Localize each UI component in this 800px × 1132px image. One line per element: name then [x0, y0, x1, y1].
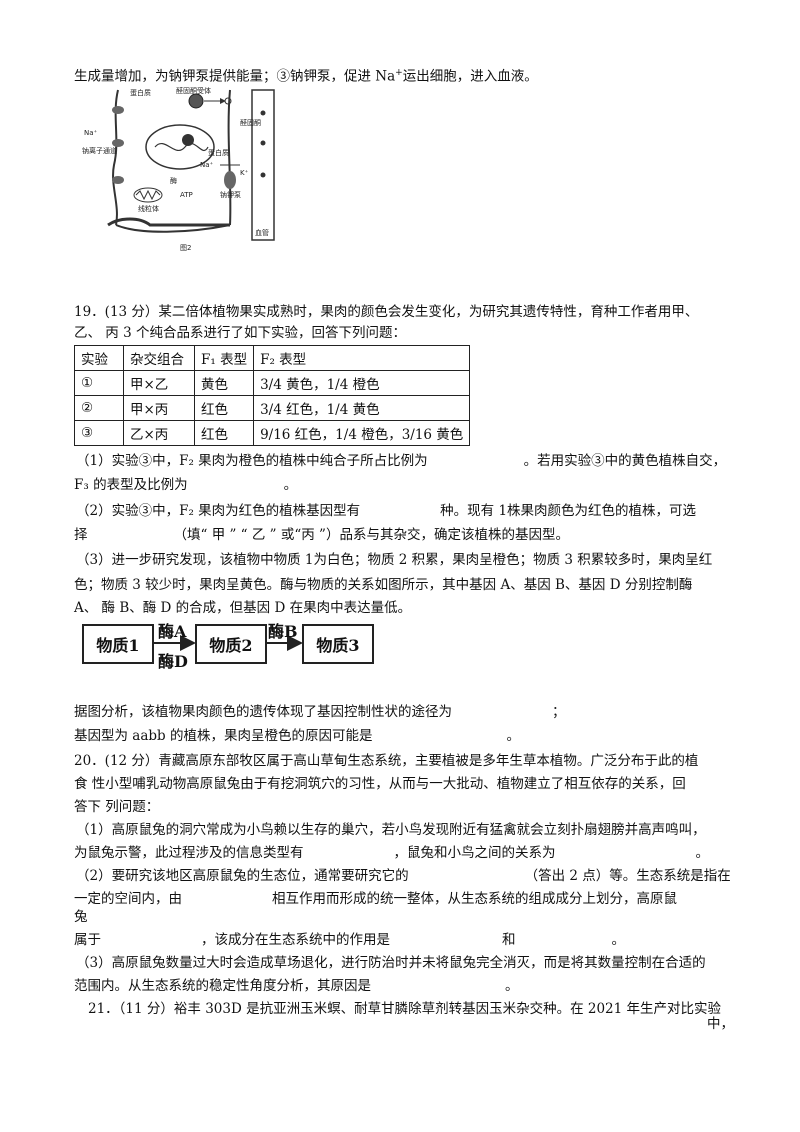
q19-part3-line3: A、 酶 B、酶 D 的合成，但基因 D 在果肉中表达量低。	[74, 600, 412, 616]
fig-label-mito: 线粒体	[138, 204, 159, 213]
table-cell: 红色	[193, 395, 255, 421]
table-cell: 3/4 黄色，1/4 橙色	[253, 370, 471, 396]
q19-stem-line1: 19．(13 分）某二倍体植物果实成熟时，果肉的颜色会发生变化，为研究其遗传特性…	[74, 304, 699, 320]
table-cell: ②	[74, 395, 124, 421]
q19-part3-aabb: 基因型为 aabb 的植株，果肉呈橙色的原因可能是。	[74, 728, 520, 744]
table-row: ① 甲×乙 黄色 3/4 黄色，1/4 橙色	[74, 370, 471, 396]
table-cell: 甲×丙	[123, 395, 195, 421]
table-header: 杂交组合	[123, 345, 195, 371]
table-header: 实验	[74, 345, 124, 371]
q19-cross-table: 实验 杂交组合 F₁ 表型 F₂ 表型 ① 甲×乙 黄色 3/4 黄色，1/4 …	[74, 345, 471, 446]
enzyme-a-label: 酶A	[158, 622, 187, 641]
fig-label-na: Na⁺	[84, 129, 98, 137]
q19-stem-line2: 乙、 丙 3 个纯合品系进行了如下实验，回答下列问题：	[74, 325, 406, 341]
substance-2-box: 物质2	[195, 624, 267, 664]
fig-label-atp: ATP	[180, 191, 193, 199]
q20-stem-line1: 20．(12 分）青藏高原东部牧区属于高山草甸生态系统，主要植被是多年生草本植物…	[74, 753, 699, 769]
table-cell: 甲×乙	[123, 370, 195, 396]
table-cell: 黄色	[193, 370, 255, 396]
fig-label-protein2: 蛋白质	[208, 148, 229, 157]
fig-label-aldosterone: 醛固酮	[240, 118, 261, 127]
q19-part1-cont: F₃ 的表型及比例为。	[74, 477, 298, 493]
table-cell: 红色	[193, 420, 255, 446]
fig-label-receptor: 醛固酮受体	[176, 86, 211, 95]
q19-part3-line1: （3）进一步研究发现，该植物中物质 1为白色；物质 2 积累，果肉呈橙色；物质 …	[76, 552, 713, 568]
enzyme-b-label: 酶B	[268, 622, 298, 641]
fig-label-na2: Na⁺	[200, 161, 214, 169]
q20-stem-line3: 答下 列问题：	[74, 799, 160, 815]
substance-3-box: 物质3	[302, 624, 374, 664]
fig-label-pump: 钠钾泵	[220, 190, 241, 199]
q20-part2-line1: （2）要研究该地区高原鼠兔的生态位，通常要研究它的（答出 2 点）等。生态系统是…	[76, 868, 731, 884]
q19-part2-cont: 择（填“ 甲 ” “ 乙 ” 或“丙 ”）品系与其杂交，确定该植株的基因型。	[74, 527, 569, 543]
q19-part1: （1）实验③中，F₂ 果肉为橙色的植株中纯合子所占比例为。若用实验③中的黄色植株…	[76, 453, 727, 469]
fig-label-na-channel: 钠离子通道	[82, 146, 117, 155]
table-cell: 3/4 红色，1/4 黄色	[253, 395, 471, 421]
table-header: F₁ 表型	[193, 345, 255, 371]
q21-stem-line1: 21．（11 分）裕丰 303D 是抗亚洲玉米螟、耐草甘膦除草剂转基因玉米杂交种…	[88, 1001, 722, 1017]
q20-part2-line4: 属于，该成分在生态系统中的作用是和。	[74, 932, 625, 948]
table-cell: 9/16 红色，1/4 橙色，3/16 黄色	[253, 420, 471, 446]
intro-line: 生成量增加，为钠钾泵提供能量；③钠钾泵，促进 Na+运出细胞，进入血液。	[74, 68, 538, 85]
figure-2-cell-diagram: 蛋白质 醛固酮受体 醛固酮 Na⁺ 钠离子通道 蛋白质 Na⁺ K⁺ 酶 线粒体…	[80, 85, 280, 255]
table-header: F₂ 表型	[253, 345, 471, 371]
table-cell: ①	[74, 370, 124, 396]
fig-label-enzyme: 酶	[170, 176, 177, 185]
q20-part3-line1: （3）高原鼠兔数量过大时会造成草场退化，进行防治时并未将鼠兔完全消灭，而是将其数…	[76, 955, 706, 971]
q20-part2-line2: 一定的空间内，由相互作用而形成的统一整体，从生态系统的组成成分上划分，高原鼠	[74, 891, 677, 907]
fig-label-blood: 血管	[255, 228, 269, 237]
q20-part1-line2: 为鼠兔示警，此过程涉及的信息类型有，鼠兔和小鸟之间的关系为。	[74, 845, 709, 861]
q20-part2-line3: 兔	[74, 909, 88, 925]
pathway-arrows	[154, 635, 303, 651]
fig-caption: 图2	[180, 244, 191, 252]
q19-part2: （2）实验③中，F₂ 果肉为红色的植株基因型有种。现有 1株果肉颜色为红色的植株…	[76, 503, 697, 519]
q19-part3-line2: 色；物质 3 较少时，果肉呈黄色。酶与物质的关系如图所示，其中基因 A、基因 B…	[74, 577, 693, 593]
q19-part3-analysis: 据图分析，该植物果肉颜色的遗传体现了基因控制性状的途径为；	[74, 704, 566, 720]
table-header-row: 实验 杂交组合 F₁ 表型 F₂ 表型	[74, 345, 471, 371]
fig-label-protein: 蛋白质	[130, 88, 151, 97]
table-row: ③ 乙×丙 红色 9/16 红色，1/4 橙色，3/16 黄色	[74, 420, 471, 446]
q21-stem-line2: 中，	[707, 1016, 734, 1032]
enzyme-pathway-diagram: 物质1 物质2 物质3 酶A 酶D 酶B	[80, 618, 374, 676]
fig-label-k: K⁺	[240, 169, 249, 177]
table-cell: 乙×丙	[123, 420, 195, 446]
substance-1-box: 物质1	[82, 624, 154, 664]
q20-part1-line1: （1）高原鼠兔的洞穴常成为小鸟赖以生存的巢穴，若小鸟发现附近有猛禽就会立刻扑扇翅…	[76, 822, 706, 838]
q20-part3-line2: 范围内。从生态系统的稳定性角度分析，其原因是。	[74, 978, 519, 994]
table-row: ② 甲×丙 红色 3/4 红色，1/4 黄色	[74, 395, 471, 421]
enzyme-d-label: 酶D	[158, 652, 188, 671]
table-cell: ③	[74, 420, 124, 446]
q20-stem-line2: 食 性小型哺乳动物高原鼠兔由于有挖洞筑穴的习性，从而与一大批动、植物建立了相互依…	[74, 776, 686, 792]
